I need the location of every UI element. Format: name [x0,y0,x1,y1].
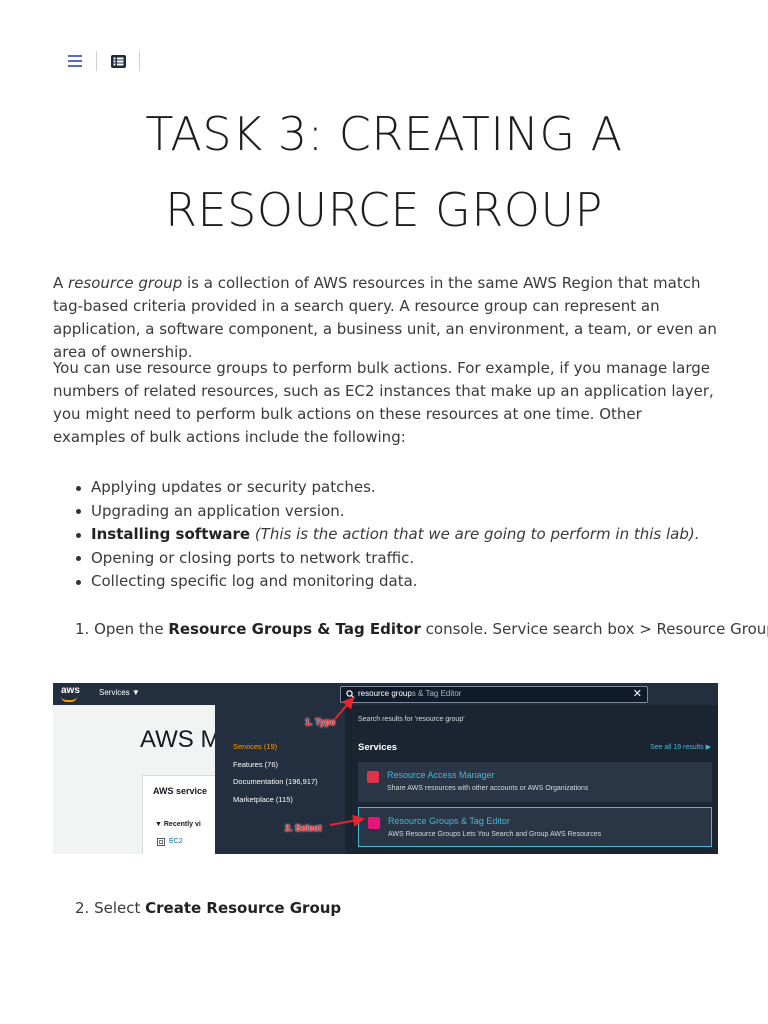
list-icon [110,54,126,68]
search-results-caption: Search results for 'resource group' [358,716,465,723]
result-description: Share AWS resources with other accounts … [387,785,589,792]
step-text: console. Service search box > Resource G… [420,620,768,638]
result-title: Resource Access Manager [387,770,495,780]
result-categories: Services (19) Features (76) Documentatio… [215,705,345,854]
category-marketplace[interactable]: Marketplace (115) [233,795,293,804]
ec2-link[interactable]: EC2 [169,838,183,845]
category-features[interactable]: Features (76) [233,760,279,769]
step-number: 1. [75,620,95,638]
hamburger-menu-button[interactable] [62,49,88,73]
list-item: Opening or closing ports to network traf… [73,547,713,571]
hamburger-icon [68,55,82,67]
arrow-to-result [329,814,365,827]
toolbar [62,49,148,73]
category-documentation[interactable]: Documentation (196,917) [233,777,318,786]
resource-groups-icon [368,817,380,829]
resource-group-term: resource group [68,274,183,292]
list-item: Upgrading an application version. [73,500,713,524]
table-of-contents-button[interactable] [105,49,131,73]
step-text: Select [94,899,146,917]
aws-console-screenshot: aws Services ▼ resource groups & Tag Edi… [53,683,718,854]
list-item: Applying updates or security patches. [73,476,713,500]
intro-paragraph-1: A resource group is a collection of AWS … [53,272,718,364]
category-services[interactable]: Services (19) [233,742,278,751]
list-item-strong: Installing software [91,525,251,543]
annotation-type: 1. Type [305,717,336,727]
step-strong: Create Resource Group [145,899,342,917]
see-all-results-link[interactable]: See all 19 results ▶ [649,744,711,751]
arrow-to-search [334,696,355,720]
resource-access-manager-icon [367,771,379,783]
aws-nav-bar: aws Services ▼ resource groups & Tag Edi… [53,683,718,705]
step-2: 2. Select Create Resource Group [75,897,341,920]
aws-logo[interactable]: aws [61,685,80,696]
intro-text: A [53,274,69,292]
step-text: Open the [94,620,169,638]
result-resource-groups-tag-editor[interactable]: Resource Groups & Tag Editor AWS Resourc… [358,807,712,847]
search-results-dropdown: Services (19) Features (76) Documentatio… [215,705,718,854]
toolbar-divider [139,51,140,71]
list-item: Installing software (This is the action … [73,523,713,547]
ec2-icon [157,838,165,846]
step-1: 1. Open the Resource Groups & Tag Editor… [75,618,768,641]
annotation-arrows [329,696,365,827]
recently-visited-toggle[interactable]: ▼ Recently vi [155,821,201,828]
result-description: AWS Resource Groups Lets You Search and … [388,831,602,838]
search-query: resource groups & Tag Editor [358,689,461,698]
page-title-line-1: TASK 3: CREATING A [145,107,623,161]
page-title: TASK 3: CREATING A RESOURCE GROUP [0,96,768,248]
services-heading: Services [358,742,398,753]
services-menu-button[interactable]: Services ▼ [99,688,140,697]
page-title-line-2: RESOURCE GROUP [165,183,603,237]
search-typed-text: resource group [358,689,412,698]
bulk-actions-list: Applying updates or security patches. Up… [73,476,713,594]
console-heading: AWS M [140,726,221,753]
intro-text: is a collection of AWS resources in the … [53,274,717,361]
search-autocomplete-text: s & Tag Editor [411,689,462,698]
list-item: Collecting specific log and monitoring d… [73,570,713,594]
card-title: AWS service [153,786,208,796]
intro-paragraph-2: You can use resource groups to perform b… [53,359,714,446]
step-number: 2. [75,899,95,917]
aws-smile-icon [61,696,77,702]
close-icon[interactable]: ✕ [632,688,642,700]
list-item-note: (This is the action that we are going to… [254,525,700,543]
result-resource-access-manager[interactable]: Resource Access Manager Share AWS resour… [358,762,712,802]
step-strong: Resource Groups & Tag Editor [168,620,421,638]
result-title: Resource Groups & Tag Editor [388,816,510,826]
annotation-select: 2. Select [285,823,322,833]
toolbar-divider [96,51,97,71]
service-search-input[interactable]: resource groups & Tag Editor ✕ [340,686,648,703]
